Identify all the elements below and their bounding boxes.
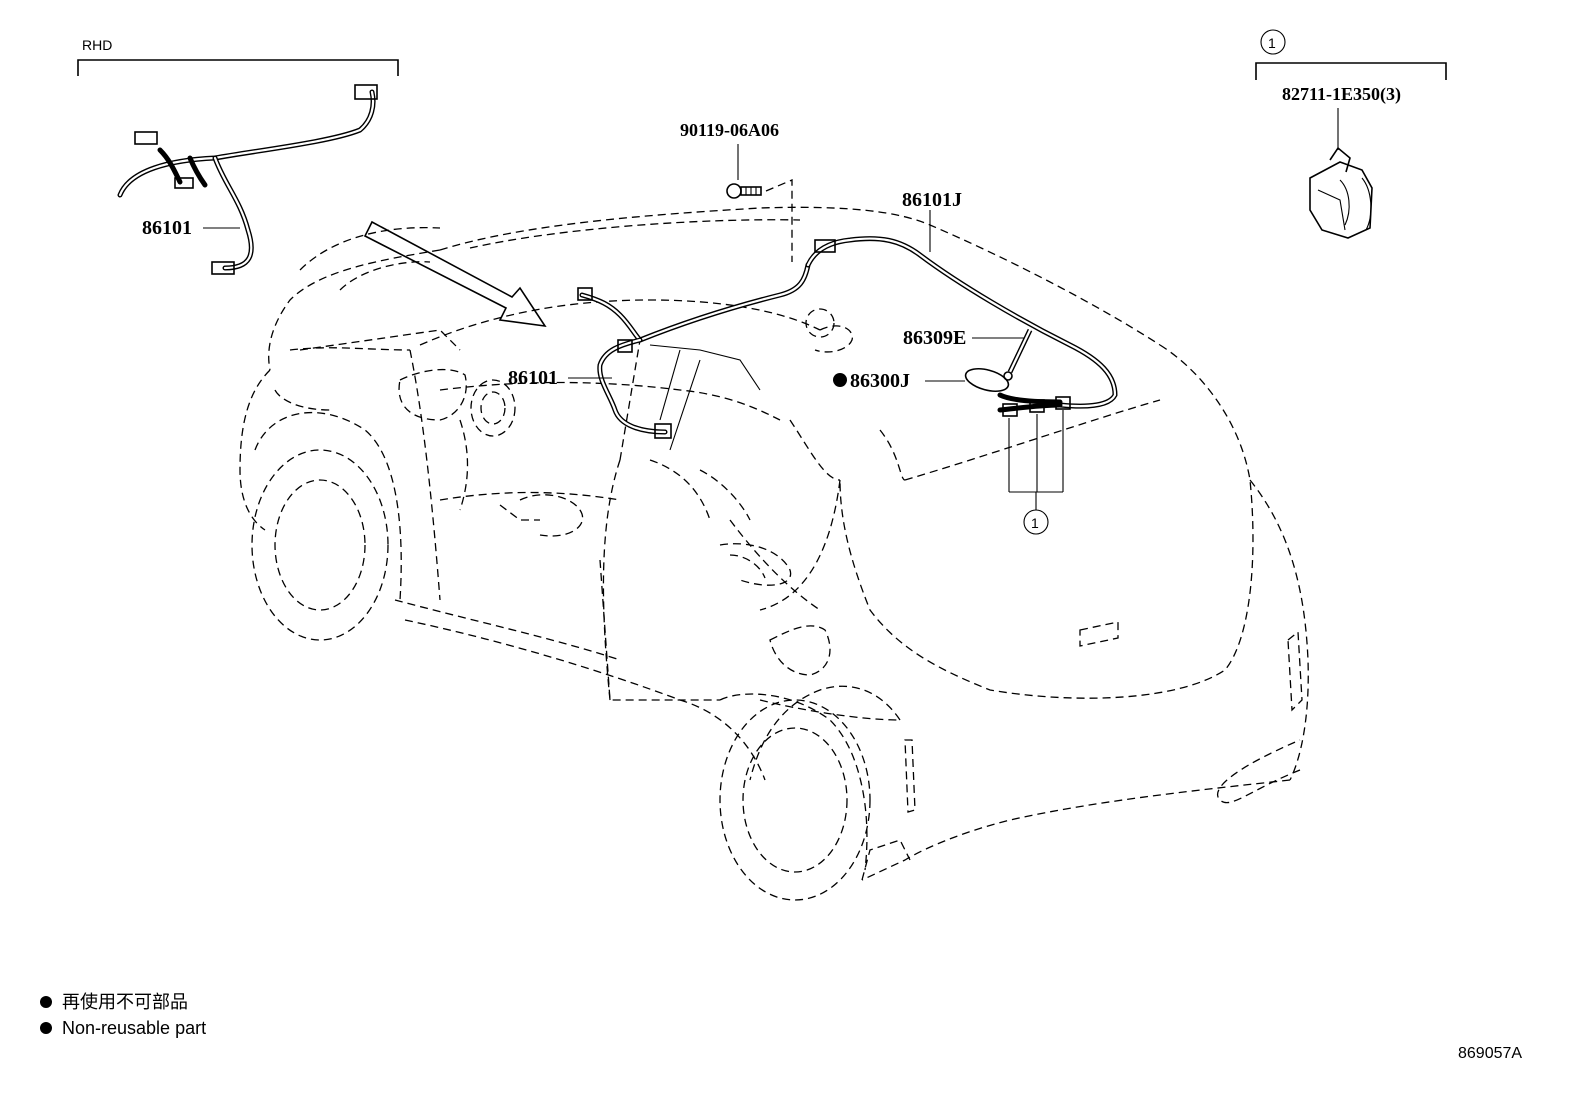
- clamp-group: 1 82711-1E350(3): [1255, 29, 1447, 239]
- part-label-screw: 90119-06A06: [680, 120, 779, 140]
- part-label-harness-rhd: 86101: [142, 217, 192, 239]
- legend-text-en: Non-reusable part: [62, 1018, 206, 1038]
- screw-group: 90119-06A06: [680, 120, 793, 262]
- part-label-harness-roof: 86101J: [902, 189, 962, 211]
- legend: 再使用不可部品 Non-reusable part: [40, 992, 206, 1038]
- part-label-clamp: 82711-1E350(3): [1282, 84, 1401, 105]
- part-label-antenna-rod: 86309E: [903, 327, 966, 349]
- part-label-harness-main: 86101: [508, 367, 558, 389]
- clamp-icon: [1309, 146, 1373, 239]
- rhd-label: RHD: [82, 37, 112, 53]
- callout-ref-bottom: 1: [1031, 515, 1039, 531]
- screw-install-line: [765, 179, 793, 262]
- antenna-rod-icon: [1003, 328, 1033, 381]
- clamp-bracket: [1255, 62, 1447, 80]
- legend-bullet-icon-jp: [40, 996, 52, 1008]
- non-reusable-bullet-icon: [833, 373, 847, 387]
- clamp-callout-bracket: [1008, 410, 1064, 535]
- view-arrow: [363, 220, 547, 328]
- vehicle-outline: [239, 206, 1309, 901]
- main-harness-drawing: [577, 262, 811, 451]
- part-label-antenna-base: 86300J: [850, 370, 910, 392]
- callout-ref-top: 1: [1268, 35, 1276, 51]
- rhd-harness-drawing: [117, 84, 378, 275]
- screw-icon: [726, 183, 762, 199]
- rhd-group: RHD 86101: [77, 37, 399, 275]
- legend-bullet-icon-en: [40, 1022, 52, 1034]
- callout-circle-top: [1260, 29, 1286, 55]
- legend-text-jp: 再使用不可部品: [62, 992, 188, 1012]
- rhd-bracket: [77, 59, 399, 76]
- diagram-id: 869057A: [1458, 1045, 1522, 1062]
- antenna-base-icon: [964, 367, 1071, 417]
